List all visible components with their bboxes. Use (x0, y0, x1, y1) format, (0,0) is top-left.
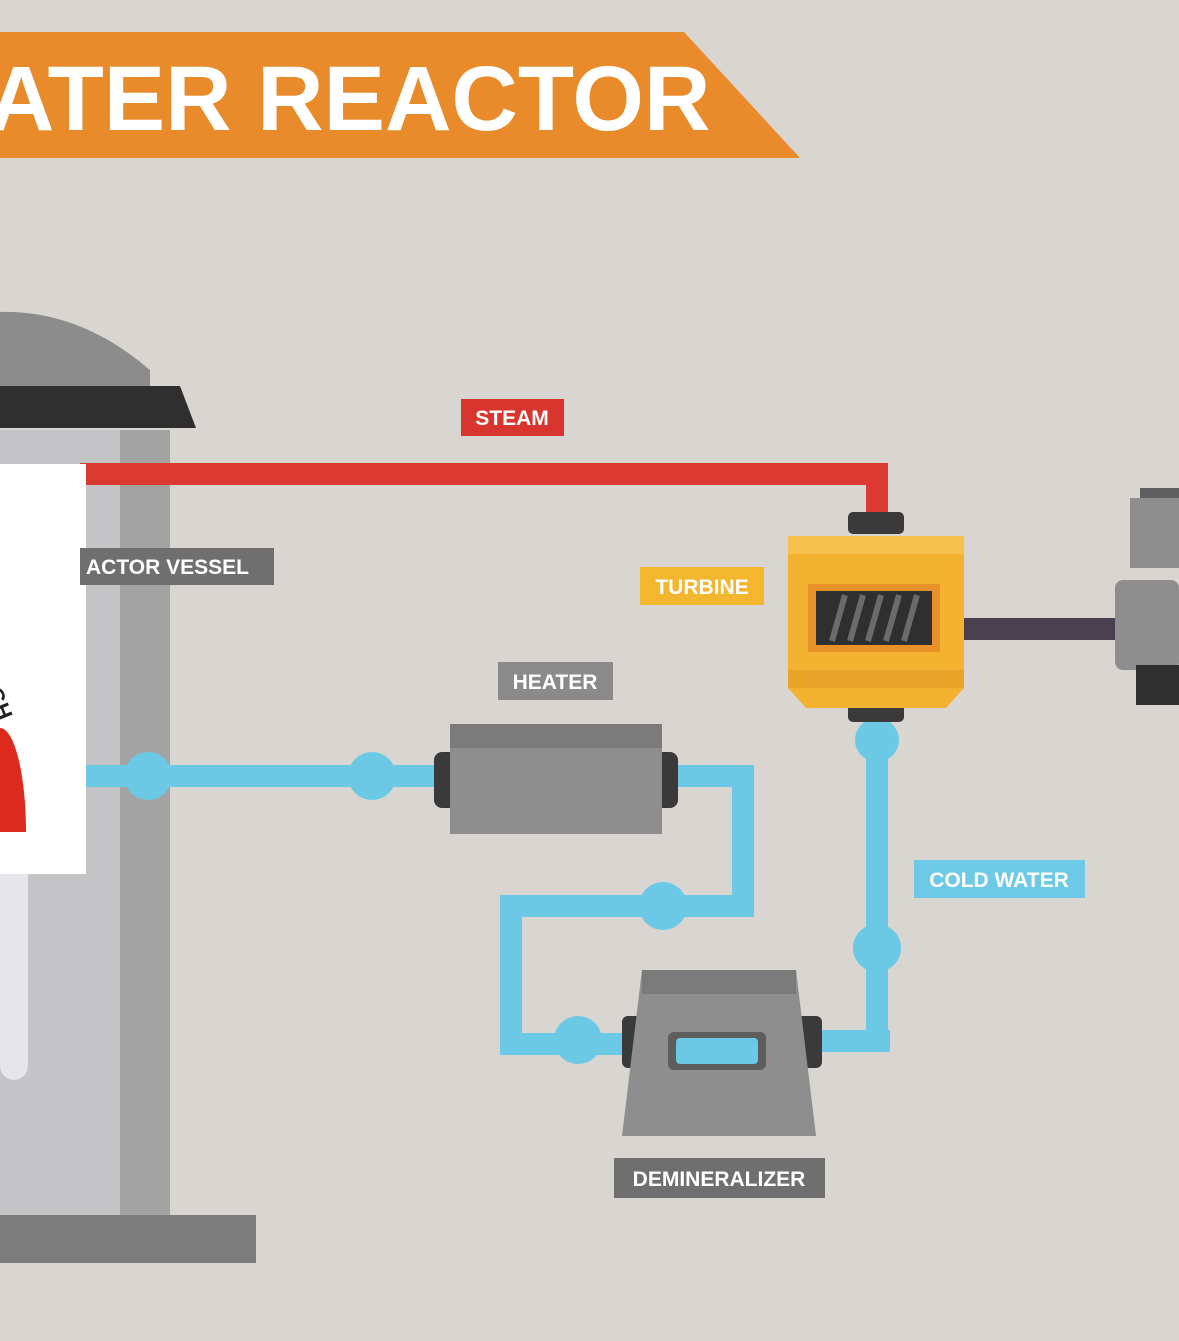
heater-icon (434, 724, 678, 834)
demineralizer-top-band (642, 970, 796, 994)
water-pipe-down (732, 765, 754, 917)
label-heater-bg (498, 662, 613, 700)
label-steam-text: STEAM (475, 407, 549, 430)
label-turbine-text: TURBINE (655, 576, 748, 599)
label-turbine: TURBINE (640, 567, 764, 605)
title-banner-shape (0, 32, 800, 158)
label-reactor-vessel-bg (80, 548, 274, 585)
generator-body (1115, 580, 1179, 670)
demineralizer-window (676, 1038, 758, 1064)
label-cold-water-bg (914, 860, 1085, 898)
water-pipe-loop-top (500, 895, 754, 917)
generator-upper (1130, 498, 1179, 568)
label-cold-water-text: COLD WATER (929, 869, 1069, 892)
demineralizer-icon (622, 970, 822, 1136)
pipe-joint (124, 752, 172, 800)
pipe-joint (554, 1016, 602, 1064)
steam-pipe-vertical (866, 463, 888, 525)
label-heater: HEATER (498, 662, 613, 700)
pipe-joint (639, 882, 687, 930)
label-steam-bg (461, 399, 564, 436)
steam-pipe (80, 463, 888, 525)
steam-pipe-horizontal (80, 463, 888, 485)
heater-top-band (450, 724, 662, 748)
label-demineralizer: DEMINERALIZER (614, 1158, 825, 1198)
label-demineralizer-bg (614, 1158, 825, 1198)
label-cold-water: COLD WATER (914, 860, 1085, 898)
turbine-icon (788, 512, 964, 722)
pipe-joint (855, 718, 899, 762)
label-reactor-vessel: ACTOR VESSEL (80, 548, 274, 585)
label-reactor-vessel-text: ACTOR VESSEL (86, 556, 249, 579)
vessel-dome (0, 311, 150, 388)
label-heater-text: HEATER (513, 671, 598, 694)
turbine-blades (829, 594, 920, 642)
vessel-lid (0, 386, 196, 428)
turbine-bottom-band (788, 670, 964, 688)
label-steam: STEAM (461, 399, 564, 436)
title-text: ATER REACTOR (0, 48, 710, 150)
vessel-base (0, 1215, 256, 1263)
generator-icon (1115, 488, 1179, 705)
title-banner: ATER REACTOR (0, 32, 800, 158)
turbine-top-band (788, 536, 964, 554)
pipe-joint (853, 924, 901, 972)
pipe-joint (348, 752, 396, 800)
turbine-shaft (962, 618, 1122, 640)
label-turbine-bg (640, 567, 764, 605)
water-pipe-up-to-turbine (866, 720, 888, 1052)
gauge-panel: GH (0, 464, 86, 874)
label-demineralizer-text: DEMINERALIZER (633, 1168, 806, 1191)
generator-base (1136, 665, 1179, 705)
turbine-top-cap (848, 512, 904, 534)
water-pipe-heater-out (660, 765, 754, 787)
water-pipes (80, 718, 901, 1064)
water-pipe-loop-left (500, 895, 522, 1055)
gauge-icon (0, 728, 26, 832)
